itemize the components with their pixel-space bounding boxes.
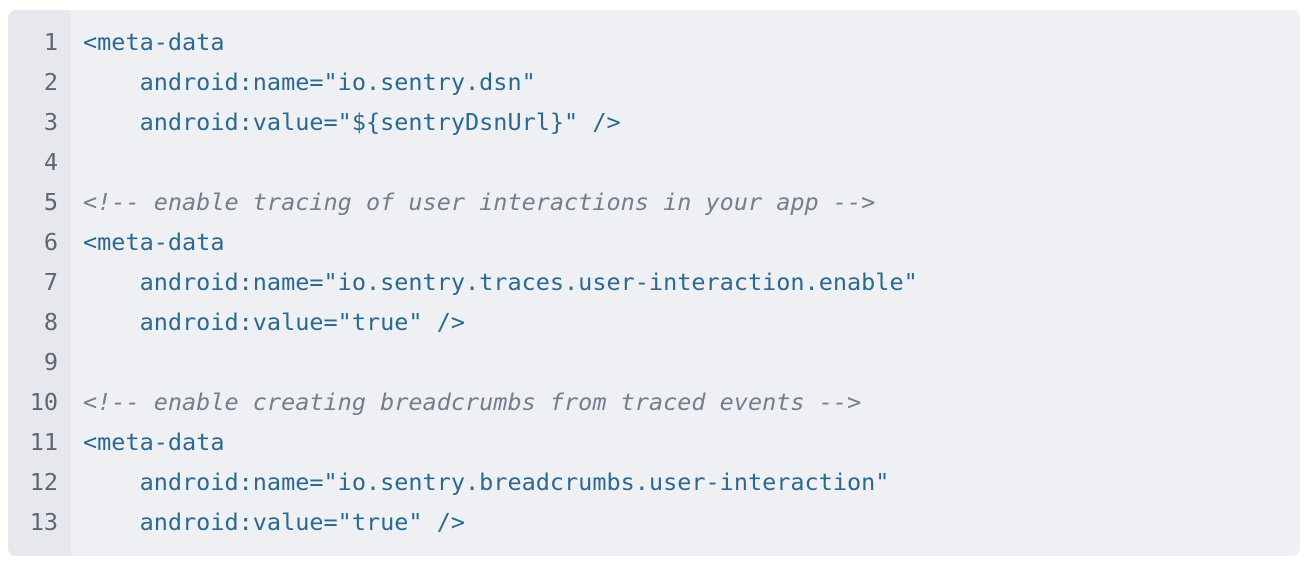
code-text: android:value="${sentryDsnUrl}" />	[83, 108, 621, 136]
code-line: 13 android:value="true" />	[8, 502, 1300, 542]
line-number: 9	[43, 348, 58, 376]
code-line: 4	[8, 142, 1300, 182]
line-number-gutter	[8, 10, 71, 556]
code-text: android:name="io.sentry.traces.user-inte…	[83, 268, 918, 296]
code-text	[71, 142, 1300, 182]
code-line: 10 <!-- enable creating breadcrumbs from…	[8, 382, 1300, 422]
code-text: <meta-data	[83, 228, 225, 256]
line-number: 5	[43, 188, 58, 216]
code-line: 3 android:value="${sentryDsnUrl}" />	[8, 102, 1300, 142]
code-text: android:value="true" />	[83, 508, 466, 536]
code-line: 2 android:name="io.sentry.dsn"	[8, 62, 1300, 102]
code-text: android:name="io.sentry.breadcrumbs.user…	[83, 468, 890, 496]
line-number: 6	[43, 228, 58, 256]
line-number: 8	[43, 308, 58, 336]
code-text: <meta-data	[83, 28, 225, 56]
code-line: 7 android:name="io.sentry.traces.user-in…	[8, 262, 1300, 302]
line-number: 1	[43, 28, 58, 56]
line-number: 12	[29, 468, 58, 496]
code-text: android:name="io.sentry.dsn"	[83, 68, 536, 96]
code-block: 1 <meta-data 2 android:name="io.sentry.d…	[8, 10, 1300, 556]
code-text: <meta-data	[83, 428, 225, 456]
line-number: 13	[29, 508, 58, 536]
code-lines: 1 <meta-data 2 android:name="io.sentry.d…	[8, 10, 1300, 556]
code-line: 12 android:name="io.sentry.breadcrumbs.u…	[8, 462, 1300, 502]
line-number: 7	[43, 268, 58, 296]
line-number: 10	[29, 388, 58, 416]
code-text: <!-- enable creating breadcrumbs from tr…	[83, 388, 862, 416]
line-number: 11	[29, 428, 58, 456]
code-text	[71, 342, 1300, 382]
line-number: 2	[43, 68, 58, 96]
code-line: 5 <!-- enable tracing of user interactio…	[8, 182, 1300, 222]
code-text: <!-- enable tracing of user interactions…	[83, 188, 876, 216]
code-line: 9	[8, 342, 1300, 382]
code-line: 11 <meta-data	[8, 422, 1300, 462]
code-line: 1 <meta-data	[8, 22, 1300, 62]
line-number: 3	[43, 108, 58, 136]
line-number: 4	[43, 148, 58, 176]
code-line: 6 <meta-data	[8, 222, 1300, 262]
code-line: 8 android:value="true" />	[8, 302, 1300, 342]
code-text: android:value="true" />	[83, 308, 466, 336]
